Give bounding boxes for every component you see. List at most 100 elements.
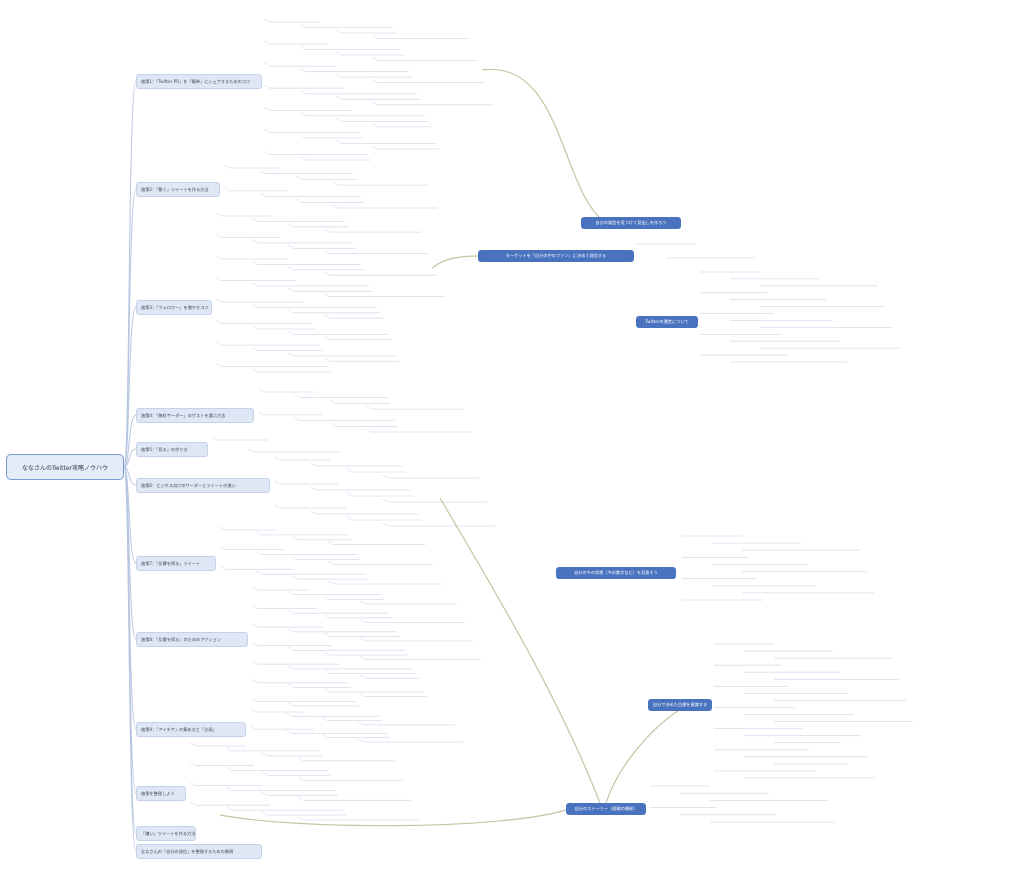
detail-branch: [189, 801, 197, 806]
detail-branch: [263, 84, 271, 89]
detail-branch: [215, 277, 223, 281]
detail-branch: [251, 325, 259, 330]
detail-branch: [323, 633, 331, 637]
detail-branch: [371, 79, 379, 83]
detail-branch: [345, 468, 353, 473]
detail-branch: [291, 575, 299, 580]
detail-branch: [321, 734, 329, 738]
detail-branch: [323, 596, 331, 600]
detail-branch: [287, 309, 295, 314]
detail-branch: [287, 288, 295, 292]
root-node[interactable]: ななさんのTwitter攻略ノウハウ: [6, 454, 124, 480]
detail-branch: [299, 68, 307, 72]
branch-node[interactable]: 施策を整理しよう: [136, 786, 186, 801]
detail-branch: [255, 551, 263, 555]
floating-node[interactable]: 自分の今の状態（今の数字など）を見直そう: [556, 567, 676, 579]
detail-branch: [335, 73, 343, 78]
detail-branch: [255, 531, 263, 536]
detail-branch: [323, 228, 331, 233]
detail-branch: [299, 46, 307, 50]
branch-node[interactable]: ななさんの「自分の発信」を整理するための質問: [136, 844, 262, 859]
detail-branch: [335, 29, 343, 34]
detail-branch: [381, 474, 389, 479]
detail-branch: [251, 642, 259, 646]
floating-label: 自分で決めた目標を意識する: [652, 702, 708, 707]
detail-branch: [263, 40, 271, 45]
branch-node[interactable]: 施策8：「反響を得る」のためのアクション: [136, 632, 248, 647]
detail-branch: [309, 486, 317, 491]
detail-branch: [297, 777, 305, 781]
detail-branch: [249, 708, 257, 713]
detail-branch: [291, 556, 299, 560]
floating-node[interactable]: 自分のストーリー（経験の棚卸）: [566, 803, 646, 815]
detail-branch: [287, 702, 295, 707]
detail-branch: [259, 193, 267, 197]
detail-branch: [299, 24, 307, 28]
detail-branch: [263, 62, 271, 67]
branch-node[interactable]: 施策1：「Twitter PR」を「簡単」にシェアするためのコツ: [136, 74, 262, 89]
branch-node[interactable]: 施策3：「フォロワー」を増やすコツ: [136, 300, 212, 315]
detail-branch: [261, 811, 269, 816]
detail-branch: [299, 112, 307, 117]
branch-label: ななさんの「自分の発信」を整理するための質問: [141, 848, 234, 854]
detail-branch: [323, 688, 331, 693]
detail-branch: [249, 725, 257, 730]
root-connector: [123, 466, 137, 852]
detail-branch: [297, 816, 305, 821]
detail-branch: [291, 536, 299, 541]
detail-branch: [287, 591, 295, 595]
branch-node[interactable]: 「嫌い」ツイートを作る方法: [136, 826, 196, 841]
branch-node[interactable]: 施策7：「反響を得る」ツイート: [136, 556, 216, 571]
detail-branch: [359, 674, 367, 679]
detail-branch: [251, 623, 259, 628]
detail-branch: [285, 730, 293, 734]
detail-branch: [219, 546, 227, 550]
detail-branch: [329, 400, 337, 404]
floating-node[interactable]: ターゲットを「自分の中のファン」に決めて発信する: [478, 250, 634, 262]
detail-branch: [225, 806, 233, 811]
root-connector: [123, 306, 137, 468]
branch-node[interactable]: 施策4：「無料サーダー」のゲストを選ぶ方法: [136, 408, 254, 423]
detail-branch: [261, 752, 269, 757]
branch-node[interactable]: 施策9：「アイデア」の集め方と「企画」: [136, 722, 246, 737]
branch-node[interactable]: 施策6：ビジネス向けのサーダーとツイートの違い: [136, 478, 270, 493]
detail-branch: [357, 738, 365, 743]
detail-branch: [251, 282, 259, 287]
detail-branch: [357, 721, 365, 726]
detail-branch: [295, 199, 303, 203]
detail-branch: [257, 411, 265, 416]
detail-branch: [273, 480, 281, 485]
detail-branch: [219, 526, 227, 531]
detail-branch: [323, 670, 331, 674]
detail-branch: [287, 245, 295, 249]
detail-branch: [251, 698, 259, 702]
floating-node[interactable]: Twitterの運営について: [636, 316, 698, 328]
detail-branch: [225, 747, 233, 752]
detail-branch: [327, 541, 335, 545]
detail-branch: [309, 510, 317, 515]
floating-label: 自分の発信を見つけて見出しを作ろう: [595, 220, 667, 225]
branch-label: 施策2：「繋ぐ」ツイートを作る方法: [141, 186, 209, 192]
detail-branch: [299, 90, 307, 95]
detail-branch: [299, 156, 307, 161]
detail-branch: [251, 679, 259, 684]
detail-branch: [251, 368, 259, 373]
detail-branch: [327, 580, 335, 585]
detail-branch: [287, 684, 295, 688]
branch-node[interactable]: 施策2：「繋ぐ」ツイートを作る方法: [136, 182, 220, 197]
detail-branch: [215, 341, 223, 346]
detail-branch: [287, 628, 295, 633]
detail-branch: [371, 145, 379, 150]
detail-branch: [215, 363, 223, 367]
detail-branch: [345, 492, 353, 497]
branch-label: 「嫌い」ツイートを作る方法: [141, 830, 196, 836]
floating-node[interactable]: 自分で決めた目標を意識する: [648, 699, 712, 711]
detail-branch: [261, 772, 269, 776]
branch-node[interactable]: 施策5：「見る」の作り方: [136, 442, 208, 457]
branch-label: 施策9：「アイデア」の集め方と「企画」: [141, 726, 217, 732]
detail-branch: [295, 176, 303, 180]
floating-node[interactable]: 自分の発信を見つけて見出しを作ろう: [581, 217, 681, 229]
floating-label: 自分の今の状態（今の数字など）を見直そう: [574, 570, 658, 575]
branch-label: 施策1：「Twitter PR」を「簡単」にシェアするためのコツ: [141, 78, 251, 84]
